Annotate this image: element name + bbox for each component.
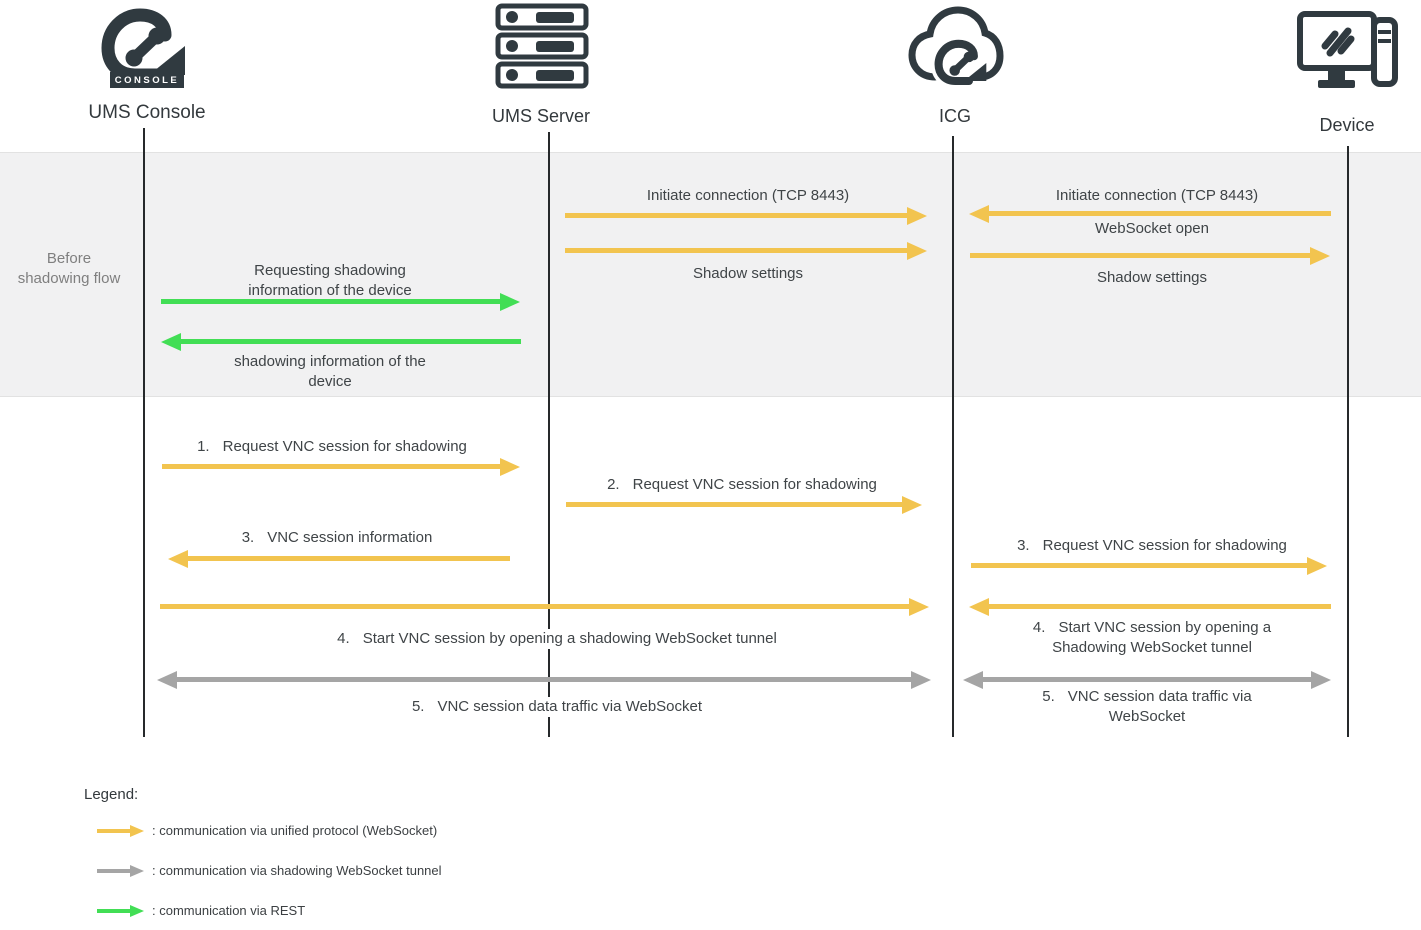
- message-label-initiate-connection-1: Initiate connection (TCP 8443): [646, 187, 850, 204]
- arrow-step4-console-to-icg: [160, 604, 910, 609]
- ums-console-logo-icon: CONSOLE: [99, 4, 195, 96]
- legend-arrow-unified: [97, 829, 131, 833]
- lifeline-ums-console: [143, 128, 145, 737]
- actor-label-ums-console: UMS Console: [88, 102, 206, 123]
- band-label: Before shadowing flow: [17, 250, 121, 287]
- device-monitor-icon: [1297, 8, 1399, 102]
- legend-arrow-rest: [97, 909, 131, 913]
- message-label-requesting-shadow-info: Requesting shadowing information of the …: [248, 262, 412, 300]
- arrow-icg-to-device-shadow-settings: [970, 253, 1311, 258]
- message-label-shadow-info-return: shadowing information of the device: [234, 353, 426, 391]
- message-label-step5-right: 5.VNC session data traffic via WebSocket: [1042, 688, 1252, 726]
- arrow-server-to-console-shadow-info: [180, 339, 521, 344]
- message-label-shadow-settings-2: Shadow settings: [1096, 269, 1208, 286]
- arrow-server-to-icg-initiate: [565, 213, 908, 218]
- console-badge: CONSOLE: [110, 72, 184, 88]
- lifeline-ums-server: [548, 132, 550, 737]
- arrow-server-to-icg-shadow-settings: [565, 248, 908, 253]
- message-label-step3-request: 3.Request VNC session for shadowing: [1017, 537, 1287, 554]
- before-shadowing-band: [0, 152, 1421, 397]
- message-label-shadow-settings-1: Shadow settings: [692, 265, 804, 282]
- message-label-step4-long: 4.Start VNC session by opening a shadowi…: [317, 629, 797, 650]
- lifeline-icg: [952, 136, 954, 737]
- lifeline-device: [1347, 146, 1349, 737]
- legend-arrow-tunnel: [97, 869, 131, 873]
- actor-label-device: Device: [1319, 115, 1375, 135]
- legend-text-unified: : communication via unified protocol (We…: [152, 823, 438, 838]
- message-label-step2: 2.Request VNC session for shadowing: [607, 476, 877, 493]
- message-label-step3-info: 3.VNC session information: [241, 529, 433, 546]
- igel-link-icon: [101, 8, 185, 82]
- arrow-console-to-server-request-info: [161, 299, 501, 304]
- legend-text-tunnel: : communication via shadowing WebSocket …: [152, 863, 442, 878]
- message-label-step5-long: 5.VNC session data traffic via WebSocket: [377, 697, 737, 718]
- legend-title: Legend:: [84, 786, 139, 803]
- actor-label-ums-server: UMS Server: [491, 106, 591, 126]
- actor-label-icg: ICG: [938, 106, 972, 126]
- legend-text-rest: : communication via REST: [152, 903, 306, 918]
- message-label-websocket-open: WebSocket open: [1095, 220, 1209, 237]
- arrow-step2-server-to-icg: [566, 502, 903, 507]
- message-label-step1: 1.Request VNC session for shadowing: [197, 438, 467, 455]
- arrow-step5-console-icg: [176, 677, 912, 682]
- server-stack-icon: [494, 3, 590, 89]
- arrow-step1-console-to-server: [162, 464, 501, 469]
- message-label-initiate-connection-2: Initiate connection (TCP 8443): [1055, 187, 1259, 204]
- arrow-device-to-icg-initiate: [988, 211, 1331, 216]
- icg-cloud-icon: [905, 3, 1005, 99]
- arrow-step5-icg-device: [982, 677, 1312, 682]
- message-label-step4-right: 4.Start VNC session by opening a Shadowi…: [1032, 619, 1272, 657]
- arrow-step3-icg-to-device: [971, 563, 1308, 568]
- arrow-step3-server-to-console: [187, 556, 510, 561]
- arrow-step4-device-to-icg: [988, 604, 1331, 609]
